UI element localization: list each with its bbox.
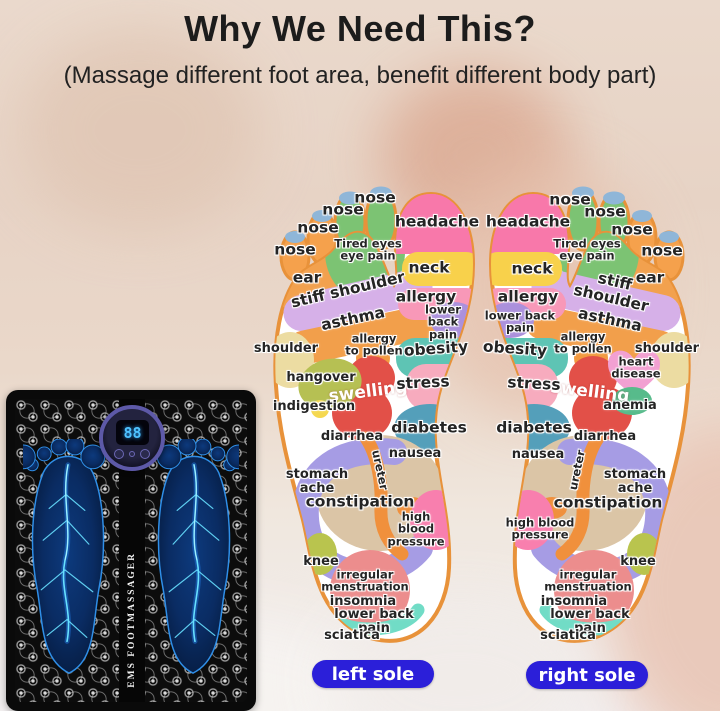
zone-label-ear: ear [292, 268, 322, 287]
background-blur [20, 30, 260, 230]
zone-label-stomach-ache: stomach ache [603, 466, 667, 496]
zone-label-shoulder: shoulder [634, 340, 700, 356]
zone-label-high-blood-pressure: high blood pressure [387, 509, 445, 549]
page-title: Why We Need This? [184, 8, 536, 49]
zone-label-lower-back-pain-heel: lower back pain [550, 606, 630, 636]
zone-label-hangover: hangover [286, 369, 356, 385]
zone-label-stomach-ache: stomach ache [285, 466, 349, 496]
zone-label-shoulder: shoulder [253, 340, 319, 356]
zone-label-allergy: allergy [497, 287, 559, 306]
zone-label-nausea: nausea [388, 445, 442, 461]
controller-button [140, 449, 150, 459]
zone-label-knee: knee [620, 553, 656, 569]
zone-label-nausea: nausea [511, 446, 565, 462]
zone-label-nose: nose [549, 190, 591, 209]
zone-label-nose: nose [322, 200, 364, 219]
zone-label-neck: neck [511, 259, 553, 278]
massager-controller: 88 [99, 405, 165, 471]
zone-label-neck: neck [408, 258, 450, 277]
right-footprint-graphic [147, 439, 239, 689]
zone-label-tired-eyes: Tired eyes eye pain [553, 236, 621, 263]
controller-button [114, 449, 124, 459]
zone-label-diarrhea: diarrhea [320, 428, 384, 444]
zone-label-nose: nose [641, 241, 683, 260]
controller-buttons [103, 449, 161, 459]
zone-label-knee: knee [303, 553, 339, 569]
zone-label-sciatica: sciatica [540, 627, 596, 643]
zone-label-nose: nose [297, 218, 339, 237]
right-sole-button[interactable]: right sole [526, 661, 648, 689]
controller-display: 88 [116, 420, 149, 445]
zone-label-stress: stress [395, 372, 451, 394]
ems-foot-massager-photo: EMS FOOTMASSAGER 88 [6, 390, 256, 711]
zone-label-sciatica: sciatica [324, 627, 380, 643]
zone-label-diarrhea: diarrhea [573, 428, 637, 444]
zone-label-irregular-menstruation: irregular menstruation [544, 567, 632, 594]
zone-label-stress: stress [506, 373, 562, 395]
left-footprint-graphic [23, 439, 115, 689]
zone-label-nose: nose [274, 240, 316, 259]
brand-label: EMS FOOTMASSAGER [127, 552, 137, 688]
left-foot-diagram: nose nose nose nose headache Tired eyes … [268, 188, 480, 648]
zone-label-allergy-to-pollen: allergy to pollen [345, 331, 403, 358]
zone-label-ear: ear [635, 268, 665, 287]
zone-label-insomnia: insomnia [540, 593, 608, 609]
zone-label-lower-back-pain: lower back pain [484, 308, 556, 335]
zone-label-lower-back-pain: lower back pain [425, 302, 461, 342]
zone-label-lower-back-pain-heel: lower back pain [334, 606, 414, 636]
zone-label-high-blood-pressure: high blood pressure [505, 515, 575, 542]
zone-label-allergy-to-pollen: allergy to pollen [554, 329, 612, 356]
zone-label-heart-disease: heart disease [611, 354, 661, 381]
zone-label-nose: nose [584, 202, 626, 221]
zone-label-constipation: constipation [553, 493, 663, 512]
zone-label-headache: headache [485, 212, 571, 231]
zone-label-tired-eyes: Tired eyes eye pain [334, 236, 402, 263]
zone-label-indigestion: indigestion [272, 398, 356, 414]
zone-label-anemia: anemia [603, 397, 657, 413]
zone-label-nose: nose [611, 220, 653, 239]
zone-label-allergy: allergy [395, 287, 457, 306]
controller-button [129, 451, 135, 457]
zone-label-nose: nose [354, 188, 396, 207]
zone-label-diabetes: diabetes [496, 418, 572, 437]
massager-mat: EMS FOOTMASSAGER 88 [15, 399, 247, 702]
zone-label-headache: headache [394, 212, 480, 231]
zone-label-diabetes: diabetes [391, 418, 467, 437]
zone-label-irregular-menstruation: irregular menstruation [321, 567, 409, 594]
zone-label-insomnia: insomnia [329, 593, 397, 609]
left-sole-button[interactable]: left sole [312, 660, 434, 688]
zone-label-constipation: constipation [305, 492, 415, 511]
page-subtitle: (Massage different foot area, benefit di… [63, 62, 657, 89]
right-foot-diagram: headache nose nose nose nose Tired eyes … [484, 188, 696, 648]
